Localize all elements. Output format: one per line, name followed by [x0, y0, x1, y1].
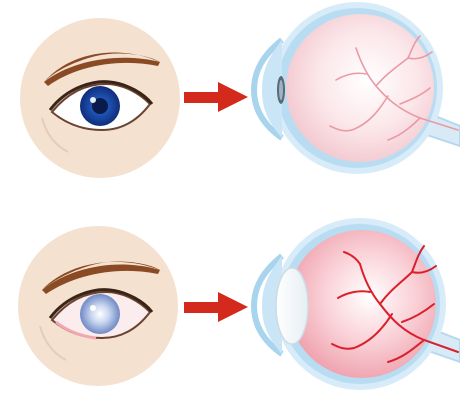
face-eye-icon: [20, 18, 180, 178]
eyeball-cross-section-icon: [254, 2, 460, 174]
arrow-right-icon: [184, 82, 248, 112]
row-cataract: [18, 218, 460, 390]
arrow-right-icon: [184, 292, 248, 322]
row-normal: [20, 2, 460, 178]
face-eye-icon: [18, 226, 178, 386]
eyeball-cross-section-icon: [254, 218, 460, 390]
